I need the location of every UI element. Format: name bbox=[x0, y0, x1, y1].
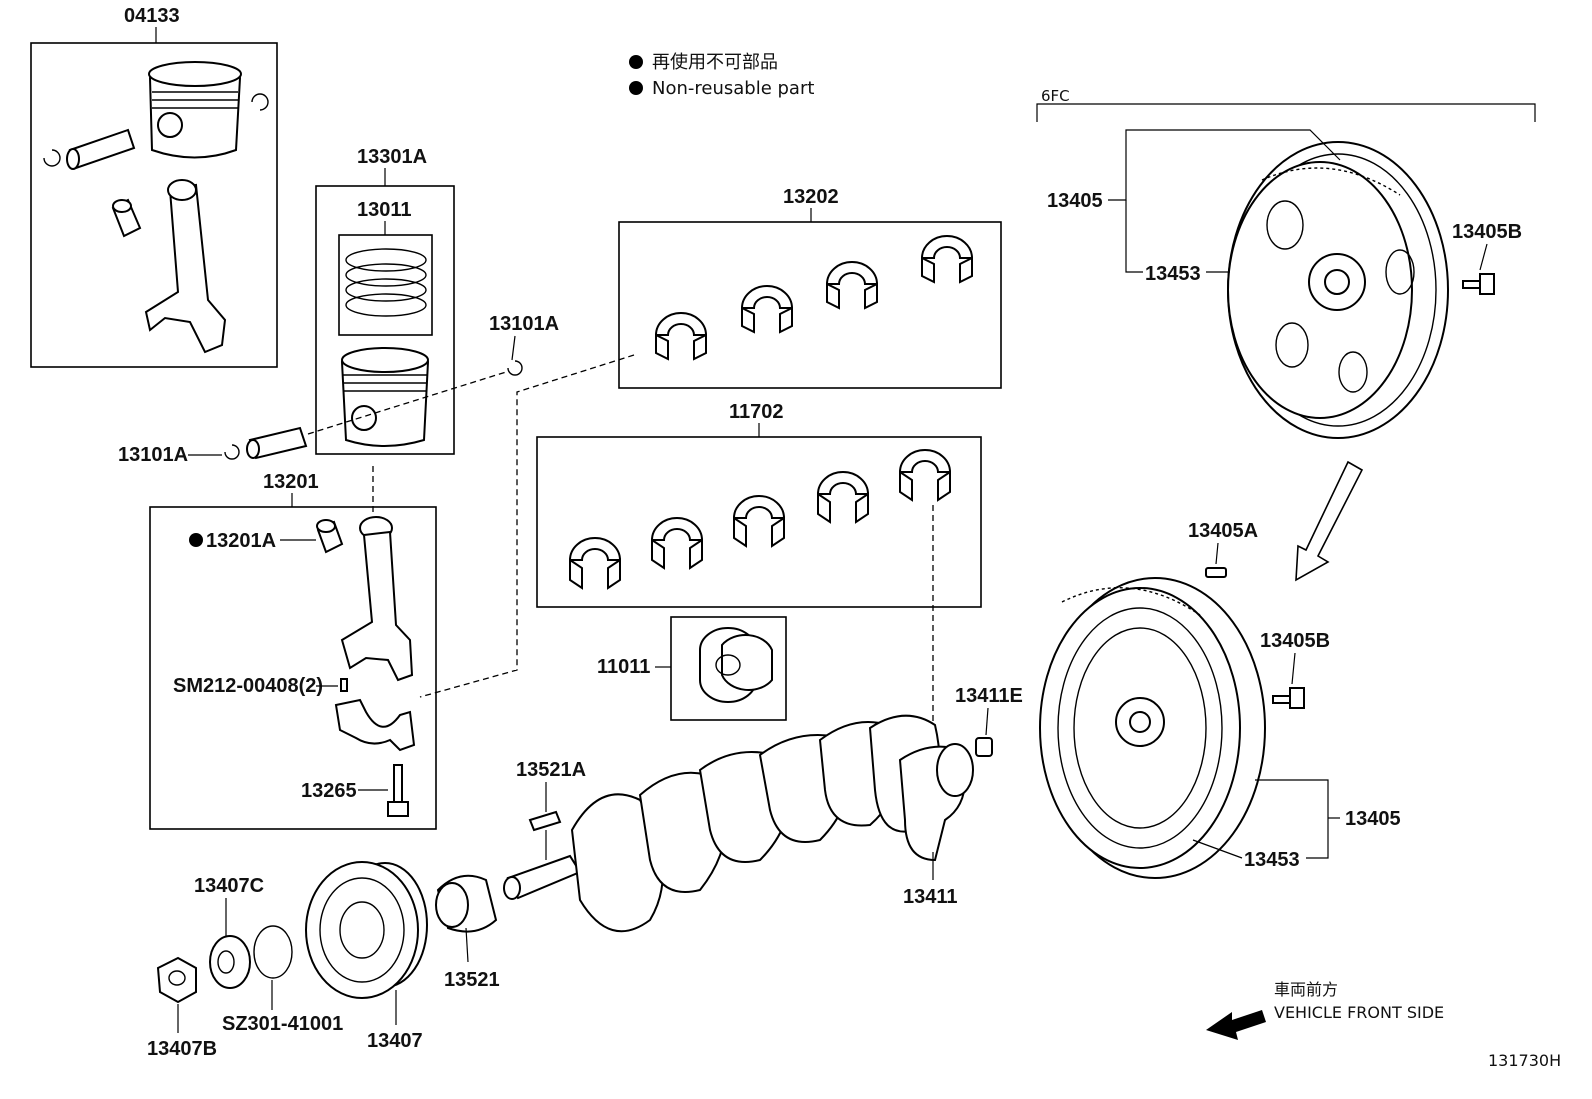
label-13202[interactable]: 13202 bbox=[783, 186, 839, 208]
crank-timing-gear-icon bbox=[435, 874, 498, 933]
variant-6fc: 6FC bbox=[1036, 87, 1536, 122]
legend-dot-icon bbox=[629, 55, 643, 69]
label-13407[interactable]: 13407 bbox=[367, 1030, 423, 1052]
group-04133: 04133 bbox=[30, 5, 278, 368]
group-11011: 11011 bbox=[597, 616, 787, 721]
main-bearing-icon bbox=[650, 517, 704, 570]
group-11702: 11702 bbox=[536, 401, 982, 608]
rod-bearing-icon bbox=[654, 312, 708, 361]
o-ring-icon bbox=[253, 925, 293, 979]
snap-ring-icon bbox=[251, 93, 269, 111]
legend-dot-icon bbox=[629, 81, 643, 95]
label-13411E[interactable]: 13411E bbox=[955, 685, 1023, 707]
vehicle-front-en: VEHICLE FRONT SIDE bbox=[1274, 1003, 1444, 1022]
connecting-rod-icon bbox=[144, 179, 227, 354]
legend-text-en: Non-reusable part bbox=[652, 78, 814, 99]
label-13411[interactable]: 13411 bbox=[903, 886, 958, 908]
flywheel-icon bbox=[1039, 577, 1266, 879]
flywheel-bolt-icon bbox=[1462, 273, 1495, 295]
legend: 再使用不可部品 Non-reusable part bbox=[629, 52, 814, 99]
snap-ring-icon bbox=[224, 444, 240, 460]
main-bearing-icon bbox=[898, 449, 952, 502]
variant-label: 6FC bbox=[1041, 87, 1070, 105]
washer-icon bbox=[209, 935, 251, 989]
non-reusable-dot-icon bbox=[189, 533, 203, 547]
label-13453-top[interactable]: 13453 bbox=[1145, 263, 1201, 285]
piston-pin-assembly bbox=[224, 360, 523, 460]
connecting-rod-icon bbox=[340, 516, 414, 682]
label-13405-bottom[interactable]: 13405 bbox=[1345, 808, 1401, 830]
label-13521[interactable]: 13521 bbox=[444, 969, 500, 991]
rod-bearing-icon bbox=[825, 261, 879, 310]
rod-cap-icon bbox=[334, 698, 416, 752]
piston-pin-icon bbox=[66, 128, 136, 170]
piston-icon bbox=[148, 61, 242, 159]
crankshaft-icon bbox=[503, 714, 974, 933]
label-13101A-top[interactable]: 13101A bbox=[489, 313, 559, 335]
label-13101A-left[interactable]: 13101A bbox=[118, 444, 188, 466]
group-13201: 13201 13201A SM212-00408(2) 13265 bbox=[149, 471, 437, 830]
label-13405-top[interactable]: 13405 bbox=[1047, 190, 1103, 212]
group-13301A: 13301A 13011 bbox=[315, 146, 455, 455]
crank-pulley-icon bbox=[305, 861, 428, 999]
legend-text-jp: 再使用不可部品 bbox=[652, 52, 778, 73]
group-13202: 13202 bbox=[618, 186, 1002, 389]
rod-bearing-icon bbox=[920, 235, 974, 284]
thrust-washer-icon bbox=[699, 627, 773, 703]
label-13265[interactable]: 13265 bbox=[301, 780, 357, 802]
label-11702[interactable]: 11702 bbox=[729, 401, 784, 423]
label-13453-bottom[interactable]: 13453 bbox=[1244, 849, 1300, 871]
label-SM212-00408[interactable]: SM212-00408(2) bbox=[173, 675, 323, 697]
vehicle-front-indicator: 車両前方 VEHICLE FRONT SIDE bbox=[1206, 980, 1444, 1040]
label-11011[interactable]: 11011 bbox=[597, 656, 650, 678]
bushing-icon bbox=[111, 198, 142, 238]
main-bearing-icon bbox=[732, 495, 786, 548]
main-bearing-icon bbox=[816, 471, 870, 524]
drive-plate-icon bbox=[1227, 141, 1449, 439]
label-13011[interactable]: 13011 bbox=[357, 199, 412, 221]
rod-bearing-icon bbox=[740, 285, 794, 334]
label-13201[interactable]: 13201 bbox=[263, 471, 319, 493]
rod-bolt-icon bbox=[387, 764, 409, 817]
label-13405A[interactable]: 13405A bbox=[1188, 520, 1258, 542]
arrow-down-icon bbox=[1295, 460, 1364, 582]
label-13405B-mid[interactable]: 13405B bbox=[1260, 630, 1330, 652]
piston-icon bbox=[340, 347, 430, 447]
dowel-pin-icon bbox=[1205, 567, 1227, 578]
label-13407C[interactable]: 13407C bbox=[194, 875, 264, 897]
arrow-left-icon bbox=[1206, 1010, 1266, 1040]
woodruff-key-icon bbox=[528, 810, 562, 832]
label-13521A[interactable]: 13521A bbox=[516, 759, 586, 781]
bushing-icon bbox=[316, 519, 344, 554]
label-13407B[interactable]: 13407B bbox=[147, 1038, 217, 1060]
snap-ring-icon bbox=[43, 149, 61, 167]
bearing-pin-icon bbox=[340, 678, 348, 692]
flywheel-bolt-icon bbox=[1272, 687, 1305, 709]
figure-id: 131730H bbox=[1488, 1051, 1561, 1070]
pilot-bushing-icon bbox=[975, 737, 993, 757]
label-13301A[interactable]: 13301A bbox=[357, 146, 427, 168]
nut-icon bbox=[156, 956, 197, 1004]
piston-rings-icon bbox=[345, 248, 427, 317]
label-13201A[interactable]: 13201A bbox=[206, 530, 276, 552]
label-04133[interactable]: 04133 bbox=[124, 5, 180, 27]
main-bearing-icon bbox=[568, 537, 622, 590]
label-SZ301-41001[interactable]: SZ301-41001 bbox=[222, 1013, 343, 1035]
label-13405B-top[interactable]: 13405B bbox=[1452, 221, 1522, 243]
snap-ring-icon bbox=[507, 360, 523, 376]
vehicle-front-jp: 車両前方 bbox=[1274, 980, 1338, 999]
